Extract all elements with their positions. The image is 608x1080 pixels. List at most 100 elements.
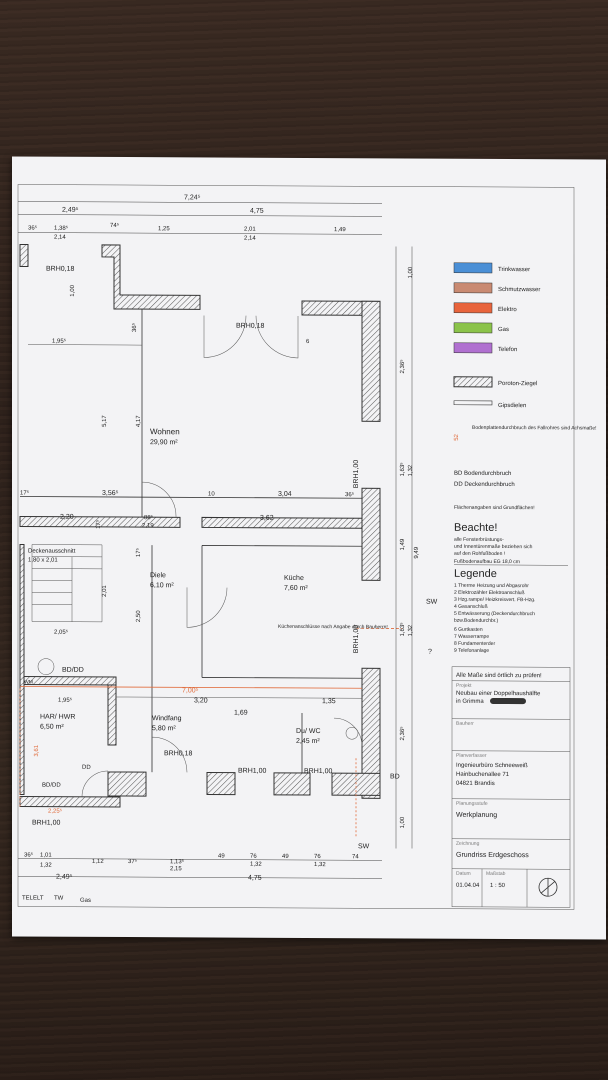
walls (19, 243, 381, 808)
dim-label: 3,61 (34, 744, 40, 756)
field-label: Bauherr (456, 721, 474, 727)
dim-label: 76 (314, 854, 321, 860)
brh-label: BRH1,00 (304, 768, 333, 775)
legend-swatch-poroton (453, 376, 493, 388)
beachte-line: und Innentürenmaße beziehen sich (454, 544, 533, 550)
beachte-line: auf den Rohfußboden ! (454, 551, 505, 557)
dim-top-right: 4,75 (250, 208, 264, 215)
right-dimensions: 1,00 2,36⁵ 1,63⁵ 1,32 9,49 1,49 1,63⁵ 1,… (395, 246, 420, 849)
dim-label: 1,95⁵ (52, 338, 67, 345)
dim-label: 2,14 (244, 236, 256, 242)
dim-label: 49 (218, 854, 225, 860)
connection-label: TW (54, 896, 64, 902)
beachte-line: Fußbodenaufbau EG 18,0 cm (454, 559, 520, 565)
legend-utilities: Trinkwasser Schmutzwasser Elektro Gas Te… (453, 262, 597, 511)
bd-label: BD (390, 773, 400, 780)
room-area-diele: 6,10 m² (150, 582, 174, 589)
field-label: Datum (456, 871, 471, 877)
dim-label: 3,20 (194, 697, 208, 704)
dim-label: 9,49 (414, 546, 420, 558)
dim-label: 1,13⁵ (170, 858, 185, 865)
dim-label: 1,49 (334, 227, 346, 233)
planner-name: Ingenieurbüro Schneeweiß (456, 763, 528, 769)
room-name-diele: Diele (150, 572, 166, 579)
room-area-duwc: 2,45 m² (296, 738, 320, 745)
dim-label: 1,00 (408, 266, 414, 278)
dim-label: 2,36⁵ (399, 726, 406, 741)
legend-note: Flächenangaben sind Grundflächen! (454, 505, 535, 511)
dim-label: 1,95⁵ (58, 697, 73, 704)
legende-item: 9 Telefonanlage (454, 648, 489, 654)
legend-swatch (453, 282, 493, 294)
connection-label: TELELT (22, 895, 44, 901)
room-area-deckenausschnitt: 1,80 x 2,01 (28, 558, 58, 564)
legend-note: BD Bodendurchbruch (454, 471, 511, 477)
dim-label: 2,15 (170, 866, 182, 872)
dim-label: 76 (250, 854, 257, 860)
legend-label: Elektro (498, 307, 517, 313)
legende-item: bzw.Bodendurchbr.) (454, 618, 499, 624)
connection-label: Gas (80, 898, 91, 904)
brh-label: BRH1,00 (32, 820, 61, 827)
dim-label: 2,14 (54, 235, 66, 241)
dim-label: 1,25 (158, 226, 170, 232)
legende-item: 2 Elektrozähler Elektroanschluß (454, 590, 525, 596)
plan-labels: BRH0,18 BRH0,18 Wohnen 29,90 m² Diele 6,… (20, 266, 438, 851)
field-label: Planverfasser (456, 753, 487, 759)
dim-label: 17⁵ (20, 489, 30, 496)
planning-stage: Werkplanung (456, 812, 497, 819)
sheet-border (17, 184, 575, 910)
dim-label: 17⁵ (135, 547, 142, 557)
room-name-duwc: Du/ WC (296, 728, 320, 735)
floor-plan-sheet: 7,24⁵ 2,49⁵ 4,75 36⁵ 1,38⁵ 74⁵ 1,25 2,01… (12, 156, 606, 940)
sw-label: SW (426, 599, 438, 606)
brh-label-vertical: BRH1,00 (353, 460, 360, 489)
dim-label: 36⁵ (131, 322, 138, 332)
sw-label: SW (358, 843, 370, 850)
wm-label: WM (24, 680, 33, 686)
dim-label: 88⁵ (144, 514, 154, 521)
legend-swatch (453, 342, 493, 354)
brh-label: BRH1,00 (238, 768, 267, 775)
dim-label: 1,00 (400, 816, 406, 828)
project-name: Neubau einer Doppelhaushälfte (456, 691, 541, 697)
legende-item: 3 Hzg.rampe/ Heizkreisvert. FB-Hzg. (454, 597, 535, 603)
dim-label: 1,49 (400, 538, 406, 550)
legend-swatch (453, 322, 493, 334)
bd-dd-label: BD/DD (42, 783, 61, 789)
dim-label: 37⁵ (128, 858, 138, 865)
drawing-date: 01.04.04 (456, 883, 480, 889)
legend-label: Gipsdielen (498, 403, 526, 409)
legend-swatch (453, 262, 493, 274)
room-name-windfang: Windfang (152, 715, 182, 722)
question-mark: ? (428, 649, 432, 656)
room-area-kueche: 7,60 m² (284, 585, 308, 592)
legend-swatch (453, 302, 493, 314)
dim-label: 2,20 (60, 514, 74, 521)
title-block: Alle Maße sind örtlich zu prüfen! Projek… (451, 666, 571, 908)
room-name-har: HAR/ HWR (40, 714, 75, 721)
check-note: Alle Maße sind örtlich zu prüfen! (456, 673, 542, 679)
legende-item: 7 Wasserrampe (454, 634, 489, 640)
dim-label: 1,32 (250, 862, 262, 868)
legende-item: 4 Gasanschluß (454, 604, 488, 610)
legend-label: Trinkwasser (498, 267, 530, 273)
dim-top-left: 2,49⁵ (62, 207, 79, 214)
dim-label: 17⁵ (95, 519, 102, 529)
dim-label: 36⁵ (24, 852, 34, 859)
room-area-har: 6,50 m² (40, 724, 64, 731)
legend-symbol: 52 (454, 433, 460, 440)
kuechen-note: Küchenanschlüsse nach Angabe durch Bauhe… (278, 624, 388, 631)
legend-label: Poroton-Ziegel (498, 381, 537, 387)
field-label: Zeichnung (456, 841, 480, 847)
legende-item: 8 Fundamenterder (454, 641, 495, 647)
beachte-line: alle Fensterbrüstungs- (454, 537, 504, 543)
dim-label: 74 (352, 854, 359, 860)
interior-lines (19, 309, 402, 839)
drawing-title: Grundriss Erdgeschoss (456, 852, 529, 859)
bd-dd-label: BD/DD (62, 667, 84, 674)
planner-street: Hainbuchenallee 71 (456, 772, 510, 778)
dim-top-total: 7,24⁵ (184, 194, 201, 201)
legend-label: Schmutzwasser (498, 287, 540, 293)
dim-label: 49 (282, 854, 289, 860)
